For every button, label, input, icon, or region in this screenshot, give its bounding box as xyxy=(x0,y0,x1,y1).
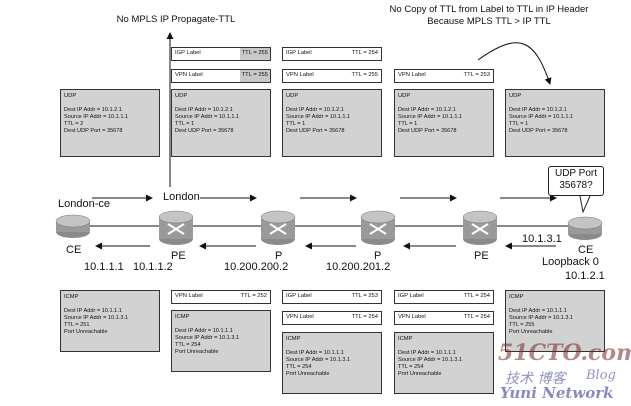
title-no-propagate-ttl: No MPLS IP Propagate-TTL xyxy=(116,14,236,25)
ip-10-1-1-1: 10.1.1.1 xyxy=(84,261,124,273)
vpn-label-tag-1: VPN Label TTL = 255 xyxy=(171,69,271,83)
pe-left-label: PE xyxy=(171,250,186,262)
ip-10-1-1-2: 10.1.1.2 xyxy=(133,261,173,273)
callout-tail xyxy=(579,195,591,214)
p2-label: P xyxy=(374,250,382,262)
loopback-ip-label: 10.1.2.1 xyxy=(565,270,605,282)
watermark-domain: 51CTO.com xyxy=(498,340,631,366)
router-pe-right-icon xyxy=(462,210,498,245)
udp-port-callout: UDP Port 35678? xyxy=(548,166,604,196)
ce-left-label: CE xyxy=(66,244,82,256)
bottom-vpn-label-tag-3: VPN Label TTL = 254 xyxy=(394,311,494,325)
igp-label-tag-2: IGP Label TTL = 254 xyxy=(282,47,382,61)
bottom-igp-label-tag-2: IGP Label TTL = 253 xyxy=(282,290,382,304)
watermark-cn: 技术 博客 xyxy=(505,371,566,387)
ip-10-200-200-2: 10.200.200.2 xyxy=(224,261,289,273)
vpn-label-tag-2: VPN Label TTL = 255 xyxy=(282,69,382,83)
vpn-label-tag-3: VPN Label TTL = 253 xyxy=(394,69,494,83)
ip-10-1-3-1: 10.1.3.1 xyxy=(522,233,562,245)
watermark-site: Yuni Network xyxy=(500,384,614,402)
ce-right-label: CE xyxy=(578,244,594,256)
router-ce-right-icon xyxy=(567,216,603,240)
title-no-copy-ttl: No Copy of TTL from Label to TTL in IP H… xyxy=(389,4,589,27)
bottom-vpn-label-tag-2: VPN Label TTL = 254 xyxy=(282,311,382,325)
igp-label-tag-1: IGP Label TTL = 255 xyxy=(171,47,271,61)
bottom-vpn-label-tag-1: VPN Label TTL = 252 xyxy=(171,290,271,304)
ip-10-200-201-2: 10.200.201.2 xyxy=(326,261,391,273)
p1-label: P xyxy=(275,250,283,262)
bottom-igp-label-tag-3: IGP Label TTL = 254 xyxy=(394,290,494,304)
router-p2-icon xyxy=(360,210,396,245)
router-pe-left-icon xyxy=(158,210,194,245)
watermark-blog: Blog xyxy=(586,368,616,383)
london-label: London xyxy=(163,191,200,203)
pe-right-label: PE xyxy=(474,250,489,262)
loopback-label: Loopback 0 xyxy=(542,256,599,268)
router-p1-icon xyxy=(260,210,296,245)
london-ce-label: London-ce xyxy=(58,198,110,210)
no-copy-curve-arrow xyxy=(477,42,552,85)
router-ce-left-icon xyxy=(55,214,91,238)
